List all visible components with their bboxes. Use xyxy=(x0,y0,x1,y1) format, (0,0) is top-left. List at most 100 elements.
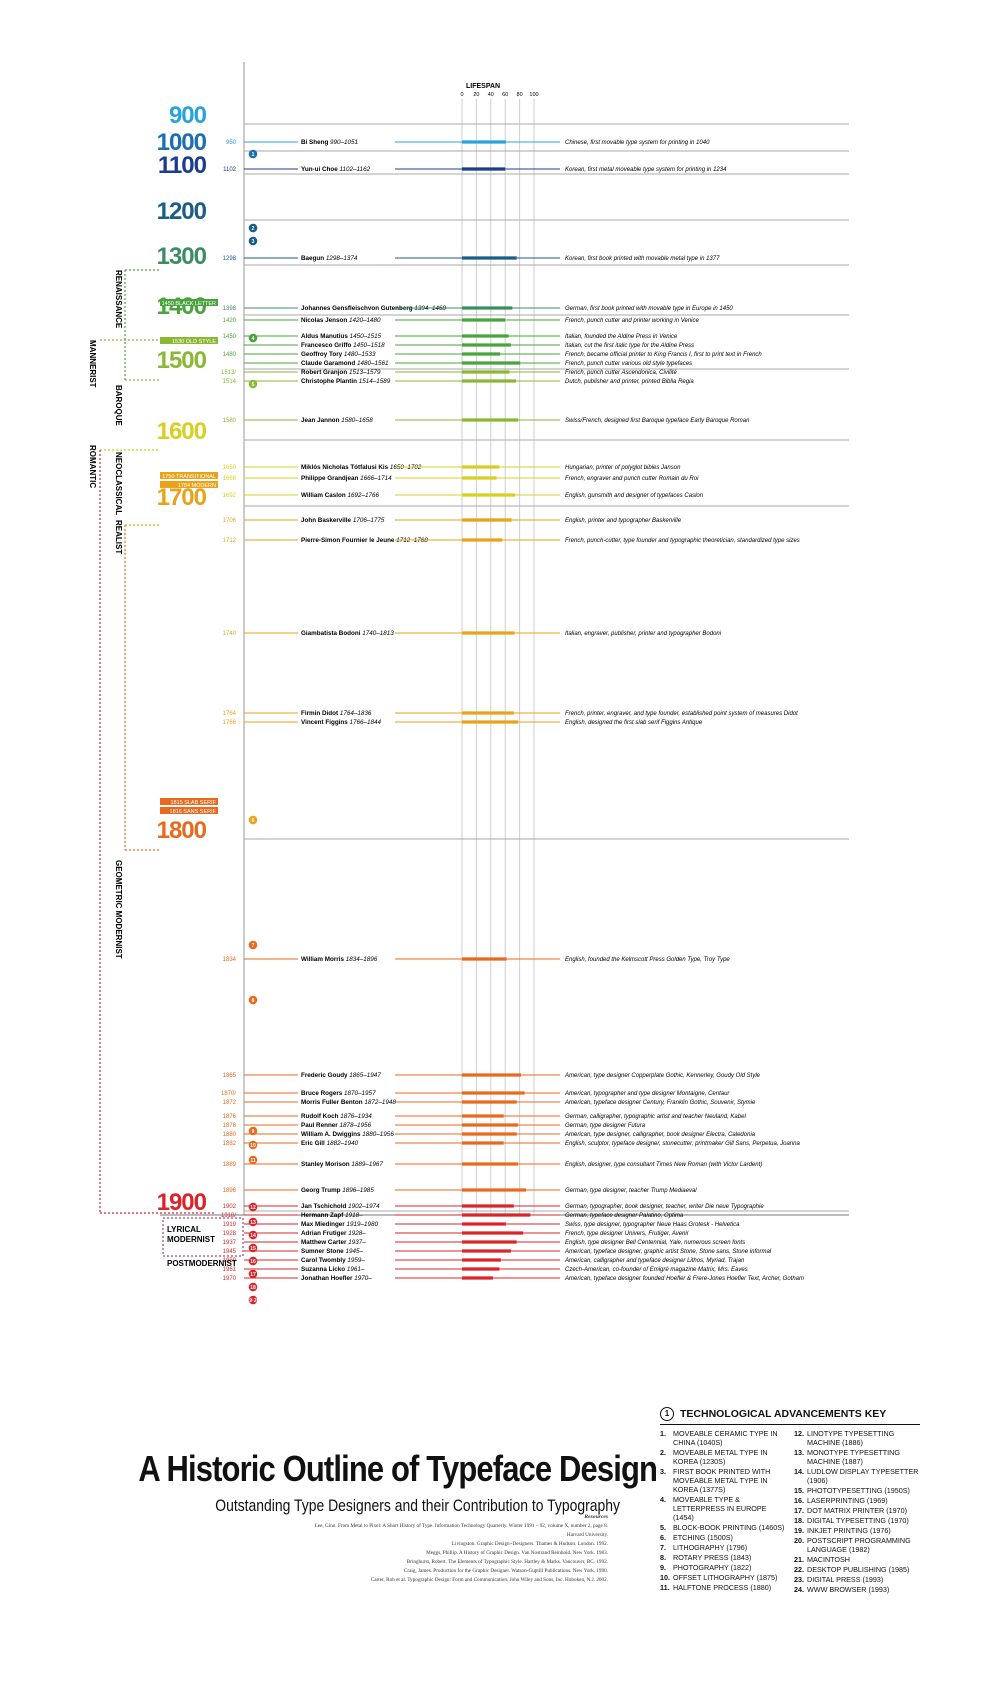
designer-name: Suzanna Licko 1961– xyxy=(301,1266,365,1273)
tech-key-item: 15.Phototypesetting (1950s) xyxy=(794,1486,920,1495)
tech-key-number: 10. xyxy=(660,1573,670,1582)
tech-marker-icon xyxy=(248,1256,258,1266)
designer-name: Adrian Frutiger 1928– xyxy=(301,1230,366,1237)
designer-name: William Morris 1834–1896 xyxy=(301,956,378,963)
designer-year: 1766 xyxy=(223,720,237,726)
designer-note: American, typeface designer, graphic art… xyxy=(564,1249,772,1255)
designer-note: English, designer, type consultant Times… xyxy=(565,1162,762,1168)
designer-name: William Caslon 1692–1766 xyxy=(301,492,380,499)
tech-key-label: Laserprinting (1969) xyxy=(807,1496,888,1505)
designer-name: Georg Trump 1896–1985 xyxy=(301,1187,374,1194)
tech-marker-number: 5 xyxy=(252,382,255,388)
designer-year: 1959 xyxy=(223,1258,237,1264)
tech-key-number: 1. xyxy=(660,1429,666,1438)
tech-key-number: 9. xyxy=(660,1563,666,1572)
tech-marker-icon xyxy=(248,1295,258,1305)
tech-key-label: Lithography (1796) xyxy=(673,1543,748,1552)
tech-key-number: 5. xyxy=(660,1523,666,1532)
designer-note: Czech-American, co-founder of Emigré mag… xyxy=(565,1267,748,1273)
references-heading: Resources xyxy=(584,1514,608,1520)
designer-year: 1580 xyxy=(223,418,237,424)
tech-key-number: 6. xyxy=(660,1533,666,1542)
tech-key-label: Offset lithography (1875) xyxy=(673,1573,778,1582)
designer-name: Paul Renner 1878–1956 xyxy=(301,1122,372,1129)
tech-key-number: 19. xyxy=(794,1526,804,1535)
designer-year: 1878 xyxy=(223,1123,237,1129)
designer-name: Nicolas Jenson 1420–1480 xyxy=(301,317,381,324)
typeface-tag-label: 1815 SLAB SERIF xyxy=(170,800,216,806)
designer-name: Carol Twombly 1959– xyxy=(301,1257,365,1264)
tech-key-circle-icon: 1 xyxy=(660,1407,674,1421)
tech-key-number: 22. xyxy=(794,1565,804,1574)
designer-year: 1102 xyxy=(223,167,237,173)
designer-note: French, punch cutter and printer working… xyxy=(565,318,700,324)
designer-year: 1889 xyxy=(223,1162,237,1168)
lifespan-tick-label: 40 xyxy=(488,92,494,98)
typeface-tag-label: 1816 SANS SERIF xyxy=(170,809,217,815)
designer-year: 1872 xyxy=(223,1100,237,1106)
designer-note: Swiss, type designer, typographer Neue H… xyxy=(565,1222,740,1228)
lifespan-header: LIFESPAN xyxy=(466,83,500,90)
designer-name: Hermann Zapf 1918– xyxy=(301,1212,363,1219)
tech-key-label: Photography (1822) xyxy=(673,1563,752,1572)
tech-key-title-text: TECHNOLOGICAL ADVANCEMENTS KEY xyxy=(680,1408,887,1420)
designer-note: American, typeface designer founded Hoef… xyxy=(564,1276,804,1282)
tech-marker-number: 3 xyxy=(252,239,255,245)
tech-key-item: 22.Desktop publishing (1985) xyxy=(794,1565,920,1574)
tech-key-item: 18.Digital typesetting (1970) xyxy=(794,1516,920,1525)
typeface-tag-label: 1750 TRANSITIONAL xyxy=(162,474,216,480)
typeface-tag-bg xyxy=(160,798,218,805)
designer-note: French, engraver and punch cutter Romain… xyxy=(565,476,699,482)
lifespan-tick-label: 20 xyxy=(473,92,479,98)
tech-marker-icon xyxy=(248,1269,258,1279)
designer-year: 1764 xyxy=(223,711,237,717)
movement-label-modernist: MODERNIST xyxy=(167,1235,215,1244)
tech-key-label: WWW browser (1993) xyxy=(807,1585,890,1594)
tech-key-label: Digital typesetting (1970) xyxy=(807,1516,909,1525)
tech-key-item: 24.WWW browser (1993) xyxy=(794,1585,920,1594)
designer-year: 1882 xyxy=(223,1141,237,1147)
designer-name: Stanley Morison 1889–1967 xyxy=(301,1161,383,1168)
designer-year: 1961 xyxy=(223,1267,237,1273)
lifespan-tick-label: 0 xyxy=(460,92,463,98)
movement-label: REALIST xyxy=(114,520,123,554)
tech-key-item: 16.Laserprinting (1969) xyxy=(794,1496,920,1505)
tech-key-item: 5.Block-book printing (1460s) xyxy=(660,1523,786,1532)
designer-name: Rudolf Koch 1876–1934 xyxy=(301,1113,372,1120)
designer-year: 950 xyxy=(226,140,237,146)
typeface-tag-label: 1784 MODERN xyxy=(178,483,216,489)
tech-key-column-1: 1.Moveable ceramic type in China (1040s)… xyxy=(660,1429,786,1595)
tech-key-number: 18. xyxy=(794,1516,804,1525)
designer-name: Frederic Goudy 1865–1947 xyxy=(301,1072,381,1079)
century-label: 1000 xyxy=(157,129,207,156)
tech-marker-number: 1 xyxy=(252,152,255,158)
designer-name: Philippe Grandjean 1666–1714 xyxy=(301,475,392,482)
tech-key-number: 8. xyxy=(660,1553,666,1562)
tech-key-item: 23.Digital press (1993) xyxy=(794,1575,920,1584)
designer-note: American, typographer and type designer … xyxy=(564,1091,730,1097)
designer-note: English, gunsmith and designer of typefa… xyxy=(565,493,704,499)
designer-name: Jean Jannon 1580–1658 xyxy=(301,417,373,424)
tech-marker-number: 4 xyxy=(252,336,255,342)
tech-key-label: Rotary press (1843) xyxy=(673,1553,752,1562)
designer-row: 1889 Stanley Morison 1889–1967 English, de… xyxy=(223,1161,763,1168)
designer-note: German, typeface designer Palatino, Opti… xyxy=(565,1213,684,1219)
typeface-tag-bg xyxy=(160,337,218,344)
designer-note: Korean, first metal moveable type system… xyxy=(565,167,727,173)
tech-key-column-2: 12.Linotype typesetting machine (1886)13… xyxy=(794,1429,920,1595)
designer-year: 1450 xyxy=(223,334,237,340)
designer-year: 1514 xyxy=(223,379,237,385)
designer-note: French, printer, engraver, and type foun… xyxy=(565,711,798,717)
page-title: A Historic Outline of Typeface Design xyxy=(138,1448,658,1489)
designer-year: 1896 xyxy=(223,1188,237,1194)
designer-note: Swiss/French, designed first Baroque typ… xyxy=(565,418,750,424)
